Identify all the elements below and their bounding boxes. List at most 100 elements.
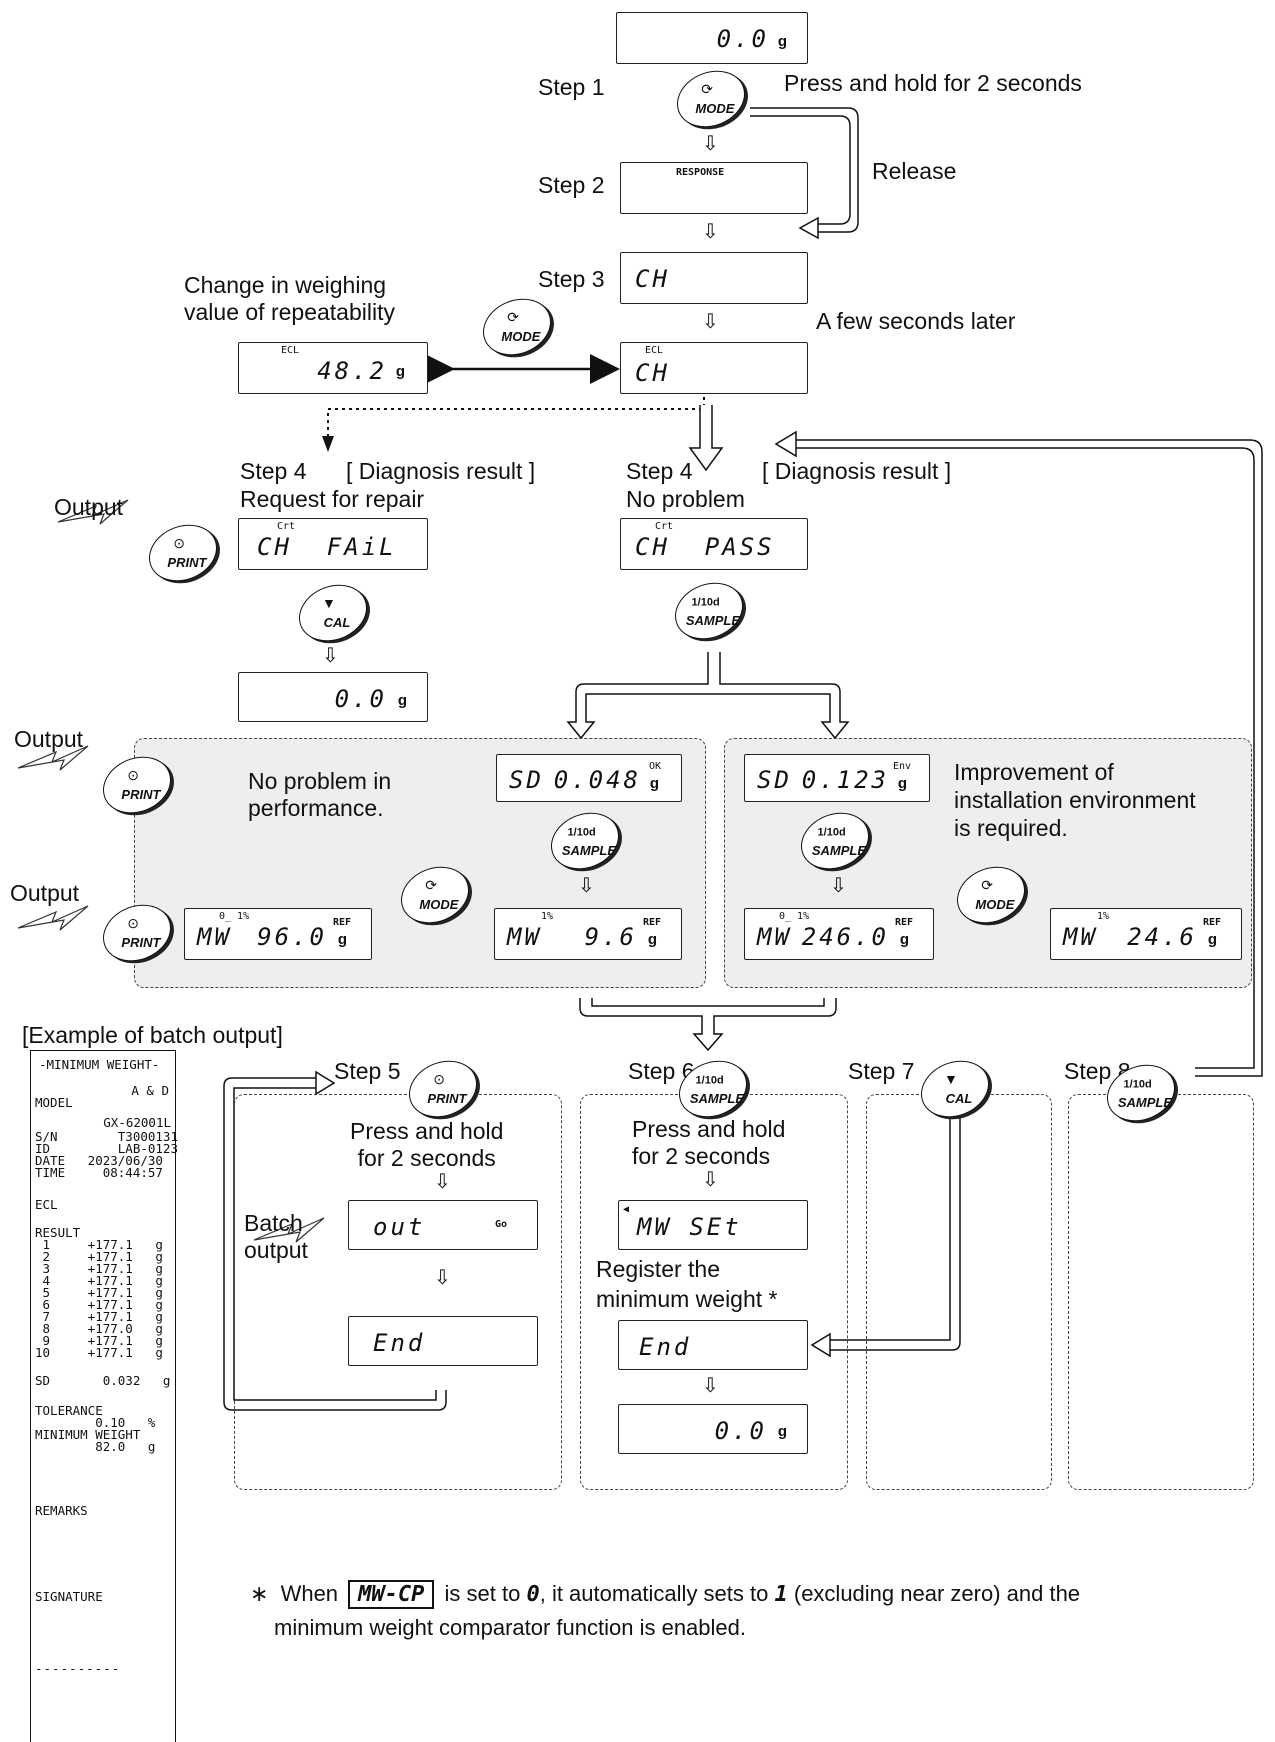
receipt-row: 7 +177.1 g — [35, 1309, 163, 1324]
mode-button-label: MODE — [695, 101, 735, 117]
cycle-icon: ⟳ — [507, 308, 519, 325]
display-end-step6: End — [618, 1320, 808, 1370]
display-sd-label: SD — [757, 766, 792, 794]
cycle-icon: ⟳ — [701, 80, 713, 97]
step4-pass-label: Step 4 — [626, 458, 693, 484]
improvement-line2: installation environment — [954, 787, 1196, 813]
register-line2: minimum weight * — [596, 1286, 778, 1312]
sample-button-label: SAMPLE — [811, 843, 867, 859]
batch-output-line1: Batch — [244, 1210, 303, 1236]
down-arrow-icon: ⇩ — [702, 1375, 719, 1397]
request-repair-label: Request for repair — [240, 486, 425, 512]
release-label: Release — [872, 158, 957, 184]
display-ecl-small: ECL — [645, 345, 664, 356]
example-batch-label: [Example of batch output] — [22, 1022, 283, 1048]
change-repeat-line1: Change in weighing — [184, 272, 387, 298]
display-value: MW SEt — [637, 1213, 742, 1241]
step7-label: Step 7 — [848, 1058, 915, 1084]
display-value: out — [373, 1213, 426, 1241]
display-small: 0_ 1% — [219, 911, 250, 922]
sample-button-label: SAMPLE — [1117, 1095, 1173, 1111]
display-out: out Go — [348, 1200, 538, 1250]
receipt-sd: SD 0.032 g — [35, 1373, 171, 1388]
display-value: 48.2 — [317, 357, 387, 385]
mode-button-label: MODE — [501, 329, 541, 345]
few-seconds-label: A few seconds later — [816, 308, 1016, 334]
display-unit: g — [647, 931, 657, 948]
display-value: CH PASS — [635, 533, 775, 561]
step5-label: Step 5 — [334, 1058, 401, 1084]
display-mw-label: MW — [1063, 923, 1098, 951]
display-value: 246.0 — [801, 923, 889, 951]
step2-label: Step 2 — [538, 172, 605, 198]
sample-button-label: SAMPLE — [561, 843, 617, 859]
receipt-row: 6 +177.1 g — [35, 1297, 163, 1312]
change-repeat-label: Change in weighing value of repeatabilit… — [184, 272, 395, 326]
press-hold-line2: for 2 seconds — [632, 1143, 771, 1169]
display-top: 0.0 g — [616, 12, 808, 64]
display-sd-label: SD — [509, 766, 544, 794]
footnote-zero: 0 — [526, 1582, 540, 1607]
display-tag: REF — [642, 917, 661, 928]
panel-step7 — [866, 1094, 1052, 1490]
down-arrow-icon: ⇩ — [322, 645, 339, 667]
no-problem-perf-line2: performance. — [248, 795, 384, 821]
down-arrow-icon: ⇩ — [434, 1267, 451, 1289]
no-problem-perf-line1: No problem in — [248, 768, 392, 794]
receipt-model-label: MODEL — [35, 1095, 73, 1110]
press-hold-line2: for 2 seconds — [357, 1145, 496, 1171]
display-value: CH FAiL — [257, 533, 397, 561]
cal-button-label: CAL — [945, 1091, 973, 1107]
panel-step8 — [1068, 1094, 1254, 1490]
sample-button-top: 1/10d — [1123, 1078, 1152, 1091]
display-value: 0.123 — [801, 766, 889, 794]
display-unit: g — [777, 33, 787, 50]
print-button-label: PRINT — [427, 1091, 467, 1107]
improvement-text: Improvement of installation environment … — [954, 758, 1196, 842]
batch-output-text: Batch output — [244, 1210, 308, 1264]
display-value: End — [373, 1329, 426, 1357]
no-problem-perf-text: No problem in performance. — [248, 768, 391, 822]
batch-output-receipt: -MINIMUM WEIGHT- A & D MODEL GX-62001L S… — [30, 1050, 178, 1742]
print-button-label: PRINT — [121, 935, 161, 951]
display-step3b: ECL CH — [620, 342, 808, 394]
improvement-line3: is required. — [954, 815, 1068, 841]
step1-label: Step 1 — [538, 74, 605, 100]
register-line1: Register the — [596, 1256, 721, 1282]
display-value: CH — [635, 359, 670, 387]
improvement-line1: Improvement of — [954, 759, 1114, 785]
footnote-star: ∗ — [250, 1581, 269, 1606]
display-ecl-small: ECL — [281, 345, 300, 356]
print-button-label: PRINT — [167, 555, 207, 571]
print-icon: ⊙ — [127, 914, 139, 931]
step4-fail-label: Step 4 — [240, 458, 307, 484]
display-tag: REF — [332, 917, 351, 928]
display-value: End — [639, 1333, 692, 1361]
diag-result-pass: [ Diagnosis result ] — [762, 458, 952, 484]
print-icon: ⊙ — [127, 766, 139, 783]
display-fail: Crt CH FAiL — [238, 518, 428, 570]
down-arrow-icon: ⇩ — [702, 1169, 719, 1191]
down-arrow-icon: ⇩ — [702, 221, 719, 243]
receipt-dashes: ---------- — [35, 1661, 121, 1676]
cal-triangle-icon: ▼ — [321, 594, 336, 611]
sample-button-top: 1/10d — [695, 1074, 724, 1087]
display-tag: OK — [648, 761, 661, 772]
receipt-row: 2 +177.1 g — [35, 1249, 163, 1264]
display-value: 24.6 — [1127, 923, 1197, 951]
footnote-one: 1 — [774, 1582, 788, 1607]
receipt-minw: MINIMUM WEIGHT — [35, 1427, 141, 1442]
output-label: Output — [14, 726, 84, 752]
display-mw-c: 0_ 1% MW 246.0 REF g — [744, 908, 934, 960]
display-marker: ◀ — [623, 1204, 630, 1215]
press-hold-line1: Press and hold — [632, 1116, 786, 1142]
mode-button-label: MODE — [975, 897, 1015, 913]
display-value: 0.0 — [334, 685, 387, 713]
sample-button-top: 1/10d — [691, 596, 720, 609]
receipt-row: 4 +177.1 g — [35, 1273, 163, 1288]
cycle-icon: ⟳ — [425, 876, 437, 893]
display-small: 1% — [1097, 911, 1110, 922]
footnote-line2: minimum weight comparator function is en… — [274, 1615, 747, 1640]
register-text: Register the minimum weight * — [596, 1254, 778, 1314]
display-sd-ok: SD 0.048 OK g — [496, 754, 682, 802]
